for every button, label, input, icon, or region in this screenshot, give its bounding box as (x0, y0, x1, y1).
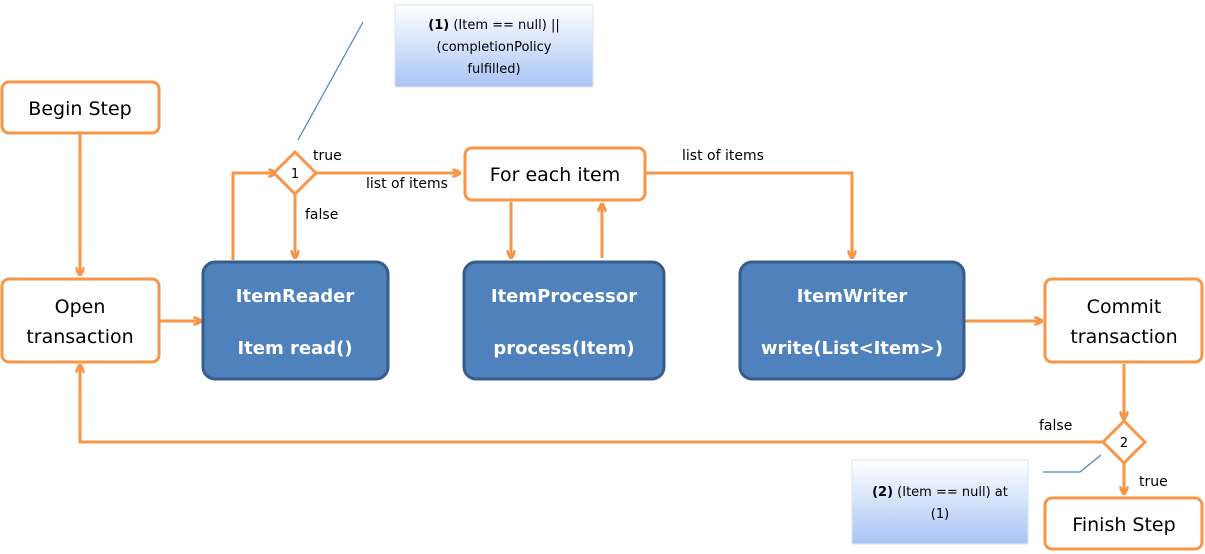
svg-text:(2) (Item == null) at: (2) (Item == null) at (872, 485, 1008, 500)
node-commit-transaction: Commit transaction (1043, 277, 1204, 364)
decision-2-diamond (1100, 418, 1148, 466)
commit-transaction-label-line-1: Commit (1087, 296, 1162, 318)
node-item-writer: ItemWriter write(List<Item>) (738, 260, 966, 381)
node-item-processor: ItemProcessor process(Item) (462, 260, 666, 381)
decision-2: 2 (1100, 418, 1148, 466)
arrow-decision2-false-to-open (80, 367, 1103, 444)
note-condition-1: (1) (Item == null) || (completionPolicy … (394, 4, 594, 88)
note-1-background (394, 4, 594, 88)
item-writer-title: ItemWriter (797, 286, 908, 307)
for-each-item-label: For each item (490, 164, 621, 186)
for-each-item-box (463, 146, 647, 202)
decision-1-true-label: true (313, 148, 342, 164)
item-reader-method: Item read() (237, 338, 352, 359)
svg-text:(1) (Item == null) ||: (1) (Item == null) || (428, 18, 559, 33)
note-1-line-2: (completionPolicy (437, 40, 552, 55)
item-processor-box (462, 260, 666, 381)
begin-step-label: Begin Step (28, 98, 131, 120)
open-transaction-label-line-1: Open (55, 296, 106, 318)
node-finish-step: Finish Step (1043, 496, 1204, 551)
item-processor-method: process(Item) (493, 338, 634, 359)
decision-2-label: 2 (1120, 436, 1128, 451)
note-1-number: (1) (428, 18, 449, 33)
node-for-each-item: For each item (463, 146, 647, 202)
node-open-transaction: Open transaction (0, 277, 161, 364)
node-item-reader: ItemReader Item read() (201, 260, 390, 381)
foreach-list-of-items-label: list of items (682, 148, 764, 164)
begin-step-box (0, 80, 161, 135)
note-1-line-1: (Item == null) || (449, 18, 560, 33)
commit-transaction-label-line-2: transaction (1070, 326, 1177, 348)
decision-1-diamond (271, 149, 319, 197)
commit-transaction-box (1043, 277, 1204, 364)
callout-line-note1 (297, 21, 364, 141)
note-2-line-2: (1) (931, 507, 949, 522)
note-2-background (851, 459, 1029, 545)
note-1-line-3: fulfilled) (467, 62, 520, 77)
decision-1: 1 (271, 149, 319, 197)
connectors (80, 134, 1124, 492)
item-writer-box (738, 260, 966, 381)
open-transaction-box (0, 277, 161, 364)
item-reader-box (201, 260, 390, 381)
finish-step-label: Finish Step (1072, 514, 1175, 536)
note-2-number: (2) (872, 485, 893, 500)
node-begin-step: Begin Step (0, 80, 161, 135)
edge-labels: true false list of items list of items f… (305, 148, 1168, 490)
item-reader-title: ItemReader (236, 286, 355, 307)
callout-lines (297, 21, 1102, 473)
note-2-line-1: (Item == null) at (893, 485, 1008, 500)
note-condition-2: (2) (Item == null) at (1) (851, 459, 1029, 545)
item-processor-title: ItemProcessor (491, 286, 637, 307)
decision-2-false-label: false (1039, 418, 1072, 434)
decision-1-label: 1 (291, 167, 299, 182)
decision-1-false-label: false (305, 207, 338, 223)
decision-1-list-of-items-label: list of items (366, 176, 448, 192)
callout-line-note2 (1043, 454, 1102, 473)
arrow-reader-to-decision1 (231, 173, 274, 260)
arrow-foreach-to-writer (645, 171, 852, 256)
item-writer-method: write(List<Item>) (761, 338, 943, 359)
open-transaction-label-line-2: transaction (26, 326, 133, 348)
decision-2-true-label: true (1139, 474, 1168, 490)
finish-step-box (1043, 496, 1204, 551)
